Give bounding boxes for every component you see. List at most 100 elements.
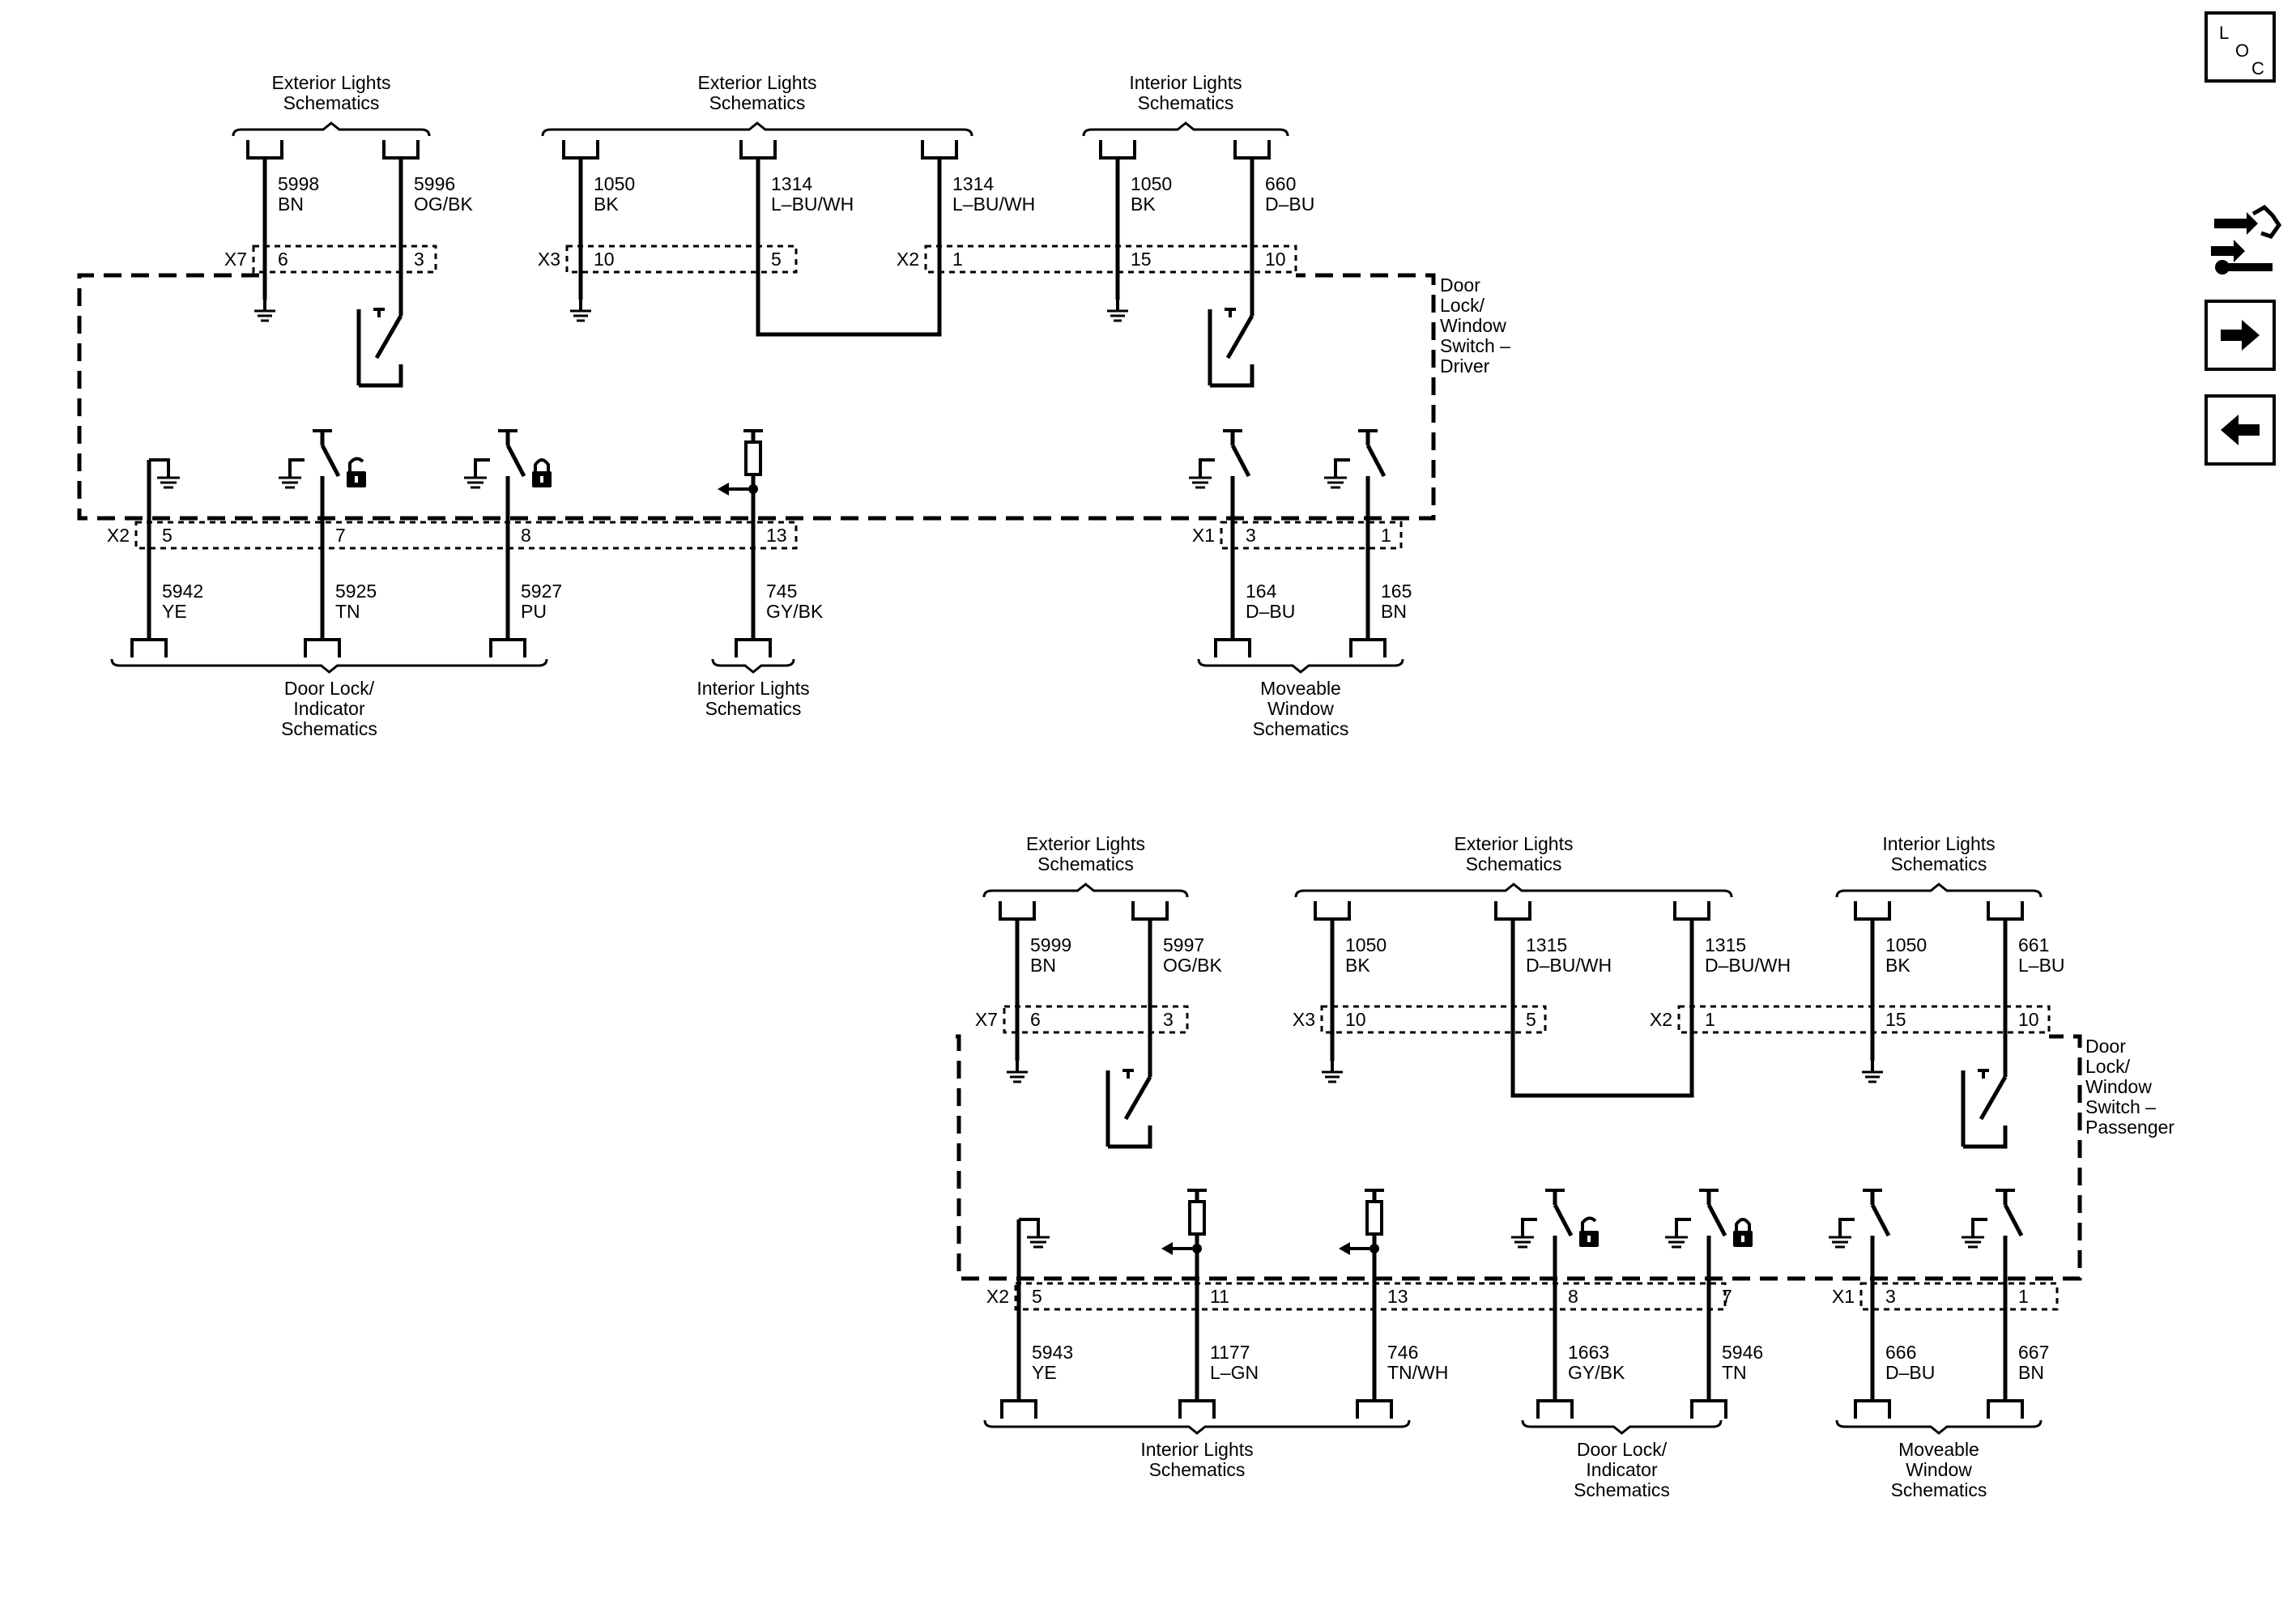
wire-color-code: BN <box>2018 1362 2044 1383</box>
schematic-reference-label: Exterior Lights <box>697 72 816 93</box>
switch-name-label: Door <box>1440 274 1480 296</box>
schematic-reference-label: Schematics <box>283 92 380 113</box>
connector-box <box>1320 1005 1547 1034</box>
resistor-icon <box>1188 1200 1206 1236</box>
wire-color-code: OG/BK <box>1163 955 1223 976</box>
wire-color-code: YE <box>1032 1362 1057 1383</box>
wire-color-code: TN <box>335 601 360 622</box>
schematic-reference-label: Moveable <box>1260 678 1341 699</box>
connector-pin-number: 3 <box>1885 1286 1896 1307</box>
wire-color-code: BK <box>1885 955 1910 976</box>
wire-circuit-number: 746 <box>1387 1342 1418 1363</box>
connector-pin-number: 5 <box>771 249 782 270</box>
schematic-reference-label: Indicator <box>1586 1459 1658 1480</box>
connector-box <box>1014 1282 1727 1311</box>
wire-circuit-number: 1663 <box>1568 1342 1609 1363</box>
group-brace <box>711 658 795 674</box>
terminal-icon <box>1099 140 1136 160</box>
terminal-icon <box>921 140 958 160</box>
group-brace <box>1835 883 2043 898</box>
switch-name-label: Switch – <box>1440 335 1510 356</box>
schematic-reference-label: Exterior Lights <box>1026 833 1145 854</box>
connector-pin-number: 15 <box>1885 1009 1906 1030</box>
terminal-icon <box>130 638 168 657</box>
switch-blade <box>1979 1075 2008 1121</box>
wire-color-code: D–BU <box>1265 194 1314 215</box>
wire-circuit-number: 1314 <box>952 173 994 194</box>
group-brace <box>110 658 548 674</box>
connector-box <box>134 521 798 550</box>
lock-shackle <box>534 458 550 471</box>
connector-id-label: X2 <box>986 1286 1009 1307</box>
keyhole <box>355 476 358 483</box>
schematic-reference-label: Schematics <box>1574 1479 1670 1500</box>
wire-circuit-number: 660 <box>1265 173 1296 194</box>
connector-pin-number: 10 <box>1265 249 1286 270</box>
switch-blade <box>320 444 341 478</box>
arrow-left-icon <box>1339 1242 1350 1255</box>
terminal-icon <box>1987 1399 2024 1419</box>
wire-circuit-number: 1050 <box>1131 173 1172 194</box>
wire-circuit-number: 165 <box>1381 581 1412 602</box>
switch-name-label: Window <box>1440 315 1506 336</box>
terminal-icon <box>1536 1399 1574 1419</box>
switch-housing-outline <box>956 1034 2082 1281</box>
switch-blade <box>2003 1203 2024 1237</box>
next-page-button[interactable] <box>2204 300 2276 371</box>
internal-jumper-wire <box>756 158 942 337</box>
wire-circuit-number: 666 <box>1885 1342 1916 1363</box>
schematic-reference-label: Schematics <box>1891 1479 1987 1500</box>
switch-blade <box>1225 314 1254 360</box>
terminal-icon <box>1673 901 1710 921</box>
schematic-reference-label: Moveable <box>1898 1439 1979 1460</box>
switch-return-wire <box>359 364 403 388</box>
previous-page-button[interactable] <box>2204 394 2276 466</box>
wire-color-code: BK <box>594 194 619 215</box>
switch-blade <box>505 444 526 478</box>
wire-color-code: PU <box>521 601 547 622</box>
group-brace <box>1197 658 1404 674</box>
schematic-reference-label: Schematics <box>1891 853 1987 874</box>
switch-blade <box>1123 1075 1152 1121</box>
wire-circuit-number: 5927 <box>521 581 562 602</box>
group-brace <box>1521 1419 1723 1435</box>
terminal-icon <box>1356 1399 1393 1419</box>
terminal-icon <box>999 901 1036 921</box>
connector-pin-number: 15 <box>1131 249 1152 270</box>
wire-circuit-number: 1314 <box>771 173 812 194</box>
wire-color-code: TN <box>1722 1362 1747 1383</box>
switch-contact <box>1521 1218 1537 1237</box>
wire-circuit-number: 5946 <box>1722 1342 1763 1363</box>
terminal-icon <box>739 140 777 160</box>
switch-contact <box>1199 458 1215 478</box>
switch-contact <box>474 458 490 478</box>
group-brace <box>983 1419 1411 1435</box>
location-button[interactable]: L O C <box>2204 11 2276 83</box>
loc-letter-l: L <box>2219 23 2230 43</box>
wire-circuit-number: 164 <box>1246 581 1277 602</box>
connector-id-label: X3 <box>1293 1009 1315 1030</box>
wire-color-code: D–BU/WH <box>1705 955 1791 976</box>
connector-pin-number: 1 <box>1705 1009 1715 1030</box>
terminal-icon <box>304 638 341 657</box>
group-brace <box>1294 883 1733 898</box>
connector-pin-number: 6 <box>278 249 288 270</box>
component-connector-tool-icon[interactable] <box>2204 201 2282 279</box>
switch-blade <box>1230 444 1251 478</box>
connector-pin-number: 7 <box>335 525 346 546</box>
switch-name-label: Lock/ <box>1440 295 1485 316</box>
resistor-icon <box>744 440 762 476</box>
terminal-icon <box>1690 1399 1727 1419</box>
junction-dot <box>748 484 758 494</box>
wire-circuit-number: 1050 <box>1885 934 1927 955</box>
connector-pin-number: 6 <box>1030 1009 1041 1030</box>
wire-color-code: L–BU <box>2018 955 2065 976</box>
switch-return-wire <box>1963 1126 2008 1149</box>
terminal-icon <box>1000 1399 1037 1419</box>
switch-blade <box>1870 1203 1891 1237</box>
wire-circuit-number: 5942 <box>162 581 203 602</box>
wire-circuit-number: 745 <box>766 581 797 602</box>
switch-name-label: Door <box>2085 1036 2126 1057</box>
connector-id-label: X2 <box>897 249 919 270</box>
